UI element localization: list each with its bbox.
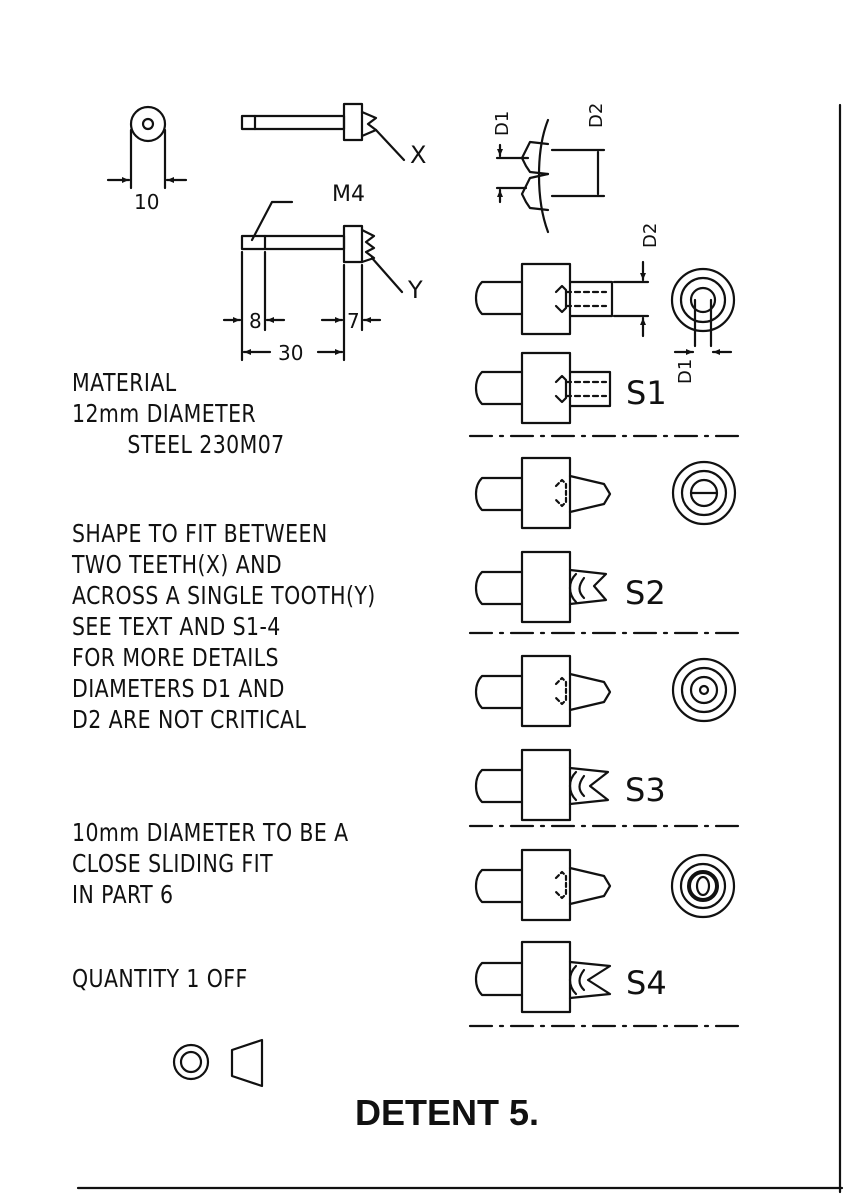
note-line: 12mm DIAMETER <box>72 399 257 428</box>
note-line: TWO TEETH(X) AND <box>72 550 283 579</box>
label-s4: S4 <box>626 964 667 1002</box>
note-line: D2 ARE NOT CRITICAL <box>72 705 307 734</box>
note-line: STEEL 230M07 <box>72 430 285 459</box>
quantity-note: QUANTITY 1 OFF <box>72 964 248 993</box>
tooth-d1-label: D1 <box>492 111 513 136</box>
s4-top-view <box>474 848 612 922</box>
s1-top-view <box>474 260 650 338</box>
s1-d1-label: D1 <box>675 359 696 384</box>
s2-end-view <box>671 460 737 526</box>
note-line: SHAPE TO FIT BETWEEN <box>72 519 328 548</box>
s3-top-view <box>474 654 612 728</box>
s3-end-view <box>671 657 737 723</box>
s4-side-view <box>474 940 612 1014</box>
label-s1: S1 <box>626 374 667 412</box>
note-line: 10mm DIAMETER TO BE A <box>72 818 349 847</box>
s4-end-view <box>670 853 736 919</box>
label-s2: S2 <box>625 574 666 612</box>
s2-side-view <box>474 550 608 624</box>
note-line: MATERIAL <box>72 368 177 397</box>
s1-end-view <box>670 267 736 355</box>
note-line: ACROSS A SINGLE TOOTH(Y) <box>72 581 376 610</box>
dim-10-label: 10 <box>134 190 159 214</box>
detent-end-view <box>106 105 188 190</box>
label-m4: M4 <box>332 182 365 207</box>
s1-side-view <box>474 351 612 425</box>
detent-side-view-x <box>240 102 406 162</box>
drawing-title: DETENT 5. <box>355 1092 540 1133</box>
note-line: IN PART 6 <box>72 880 174 909</box>
dim-8-label: 8 <box>249 309 262 333</box>
m4-leader <box>250 200 294 242</box>
detent-side-view-y <box>240 224 404 294</box>
s3-side-view <box>474 748 610 822</box>
note-line: CLOSE SLIDING FIT <box>72 849 274 878</box>
gear-tooth-detail <box>495 118 606 234</box>
dim-30-label: 30 <box>278 341 303 365</box>
note-line: DIAMETERS D1 AND <box>72 674 285 703</box>
tooth-d2-label: D2 <box>586 103 607 128</box>
note-line: FOR MORE DETAILS <box>72 643 279 672</box>
label-y: Y <box>407 276 423 304</box>
projection-symbol <box>172 1038 264 1088</box>
note-line: SEE TEXT AND S1-4 <box>72 612 281 641</box>
label-s3: S3 <box>625 771 666 809</box>
dim-7-label: 7 <box>347 309 360 333</box>
length-dimensions <box>222 250 382 362</box>
label-x: X <box>410 141 426 169</box>
s2-top-view <box>474 456 612 530</box>
s1-d2-label: D2 <box>640 223 661 248</box>
